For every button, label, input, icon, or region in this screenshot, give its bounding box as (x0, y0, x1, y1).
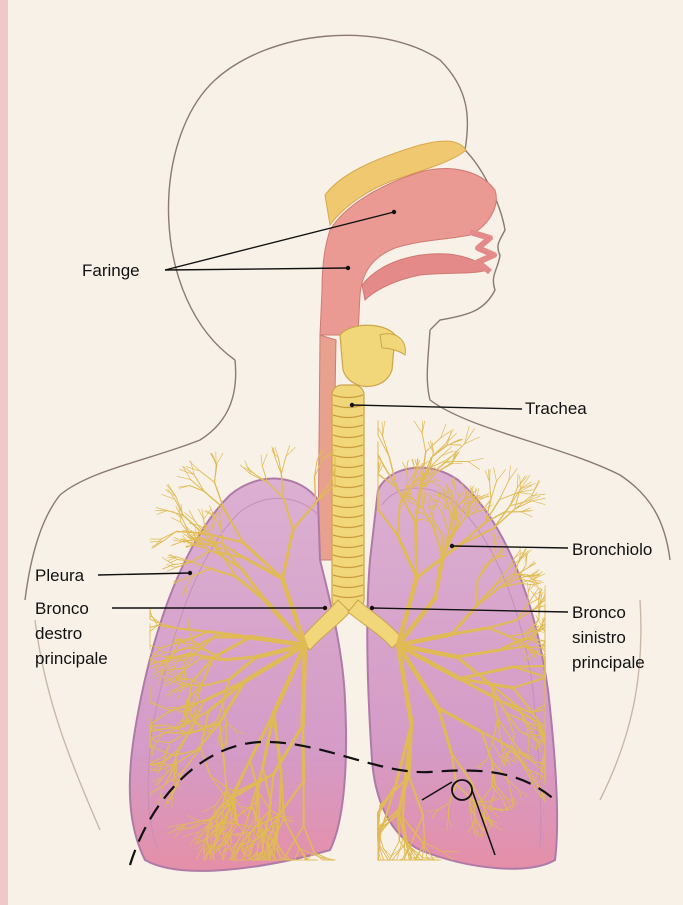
bronchiole-branch (172, 690, 180, 691)
bronchiole-branch (416, 523, 417, 577)
label-trachea: Trachea (525, 399, 587, 418)
label-bronco-sinistro-line2: sinistro (572, 628, 626, 647)
label-bronco-destro-line3: principale (35, 649, 108, 668)
bronchiole-branch (477, 579, 478, 605)
label-faringe: Faringe (82, 261, 140, 280)
label-bronco-sinistro-line1: Bronco (572, 603, 626, 622)
bronchiole-branch (452, 463, 462, 464)
bronchiole-branch (443, 852, 458, 853)
label-bronchiolo: Bronchiolo (572, 540, 652, 559)
bronchiole-branch (259, 793, 260, 818)
label-pleura: Pleura (35, 566, 85, 585)
page-edge (0, 0, 8, 905)
bronchiole-branch (382, 422, 383, 436)
bronchiole-branch (303, 725, 304, 781)
bronchiole-branch (303, 645, 305, 725)
label-bronco-destro-line1: Bronco (35, 599, 89, 618)
bronchiole-branch (513, 666, 545, 667)
bronchiole-branch (530, 651, 531, 659)
bronchiole-branch (203, 846, 204, 860)
label-bronco-sinistro-line3: principale (572, 653, 645, 672)
label-bronco-destro-line2: destro (35, 624, 82, 643)
